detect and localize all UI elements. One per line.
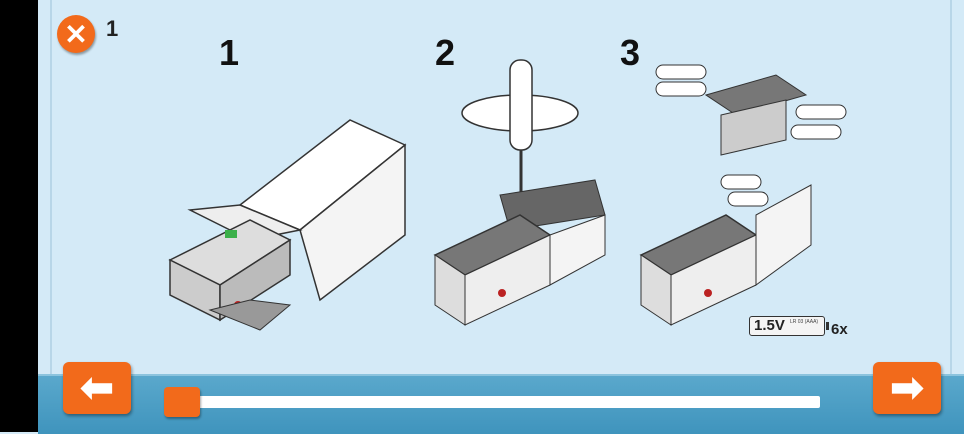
close-x-icon: ✕ [64,18,88,50]
panel-border-right [950,0,952,375]
arrow-right-icon: ➡ [890,366,924,410]
battery-type: LR 03 (AAA) [790,319,819,325]
battery-spec-badge: 1.5V LR 03 (AAA) [749,316,829,336]
step-number-2: 2 [435,32,456,73]
battery-voltage: 1.5V [754,317,785,334]
battery-quantity: 6x [831,321,848,338]
panel-border [50,0,52,375]
arrow-left-icon: ⬅ [80,366,114,410]
page-progress-track[interactable] [170,396,820,408]
close-button[interactable]: ✕ [57,15,95,53]
step-number-1: 1 [219,32,240,73]
page-number: 1 [106,16,119,41]
page-progress-slider-thumb[interactable] [164,387,200,417]
previous-page-button[interactable]: ⬅ [63,362,131,414]
step-number-3: 3 [620,32,641,73]
battery-insert-illustration [639,64,847,326]
screwdriver-illustration [433,59,606,326]
hub-in-box-illustration [168,119,407,331]
left-black-bar [0,0,38,432]
next-page-button[interactable]: ➡ [873,362,941,414]
